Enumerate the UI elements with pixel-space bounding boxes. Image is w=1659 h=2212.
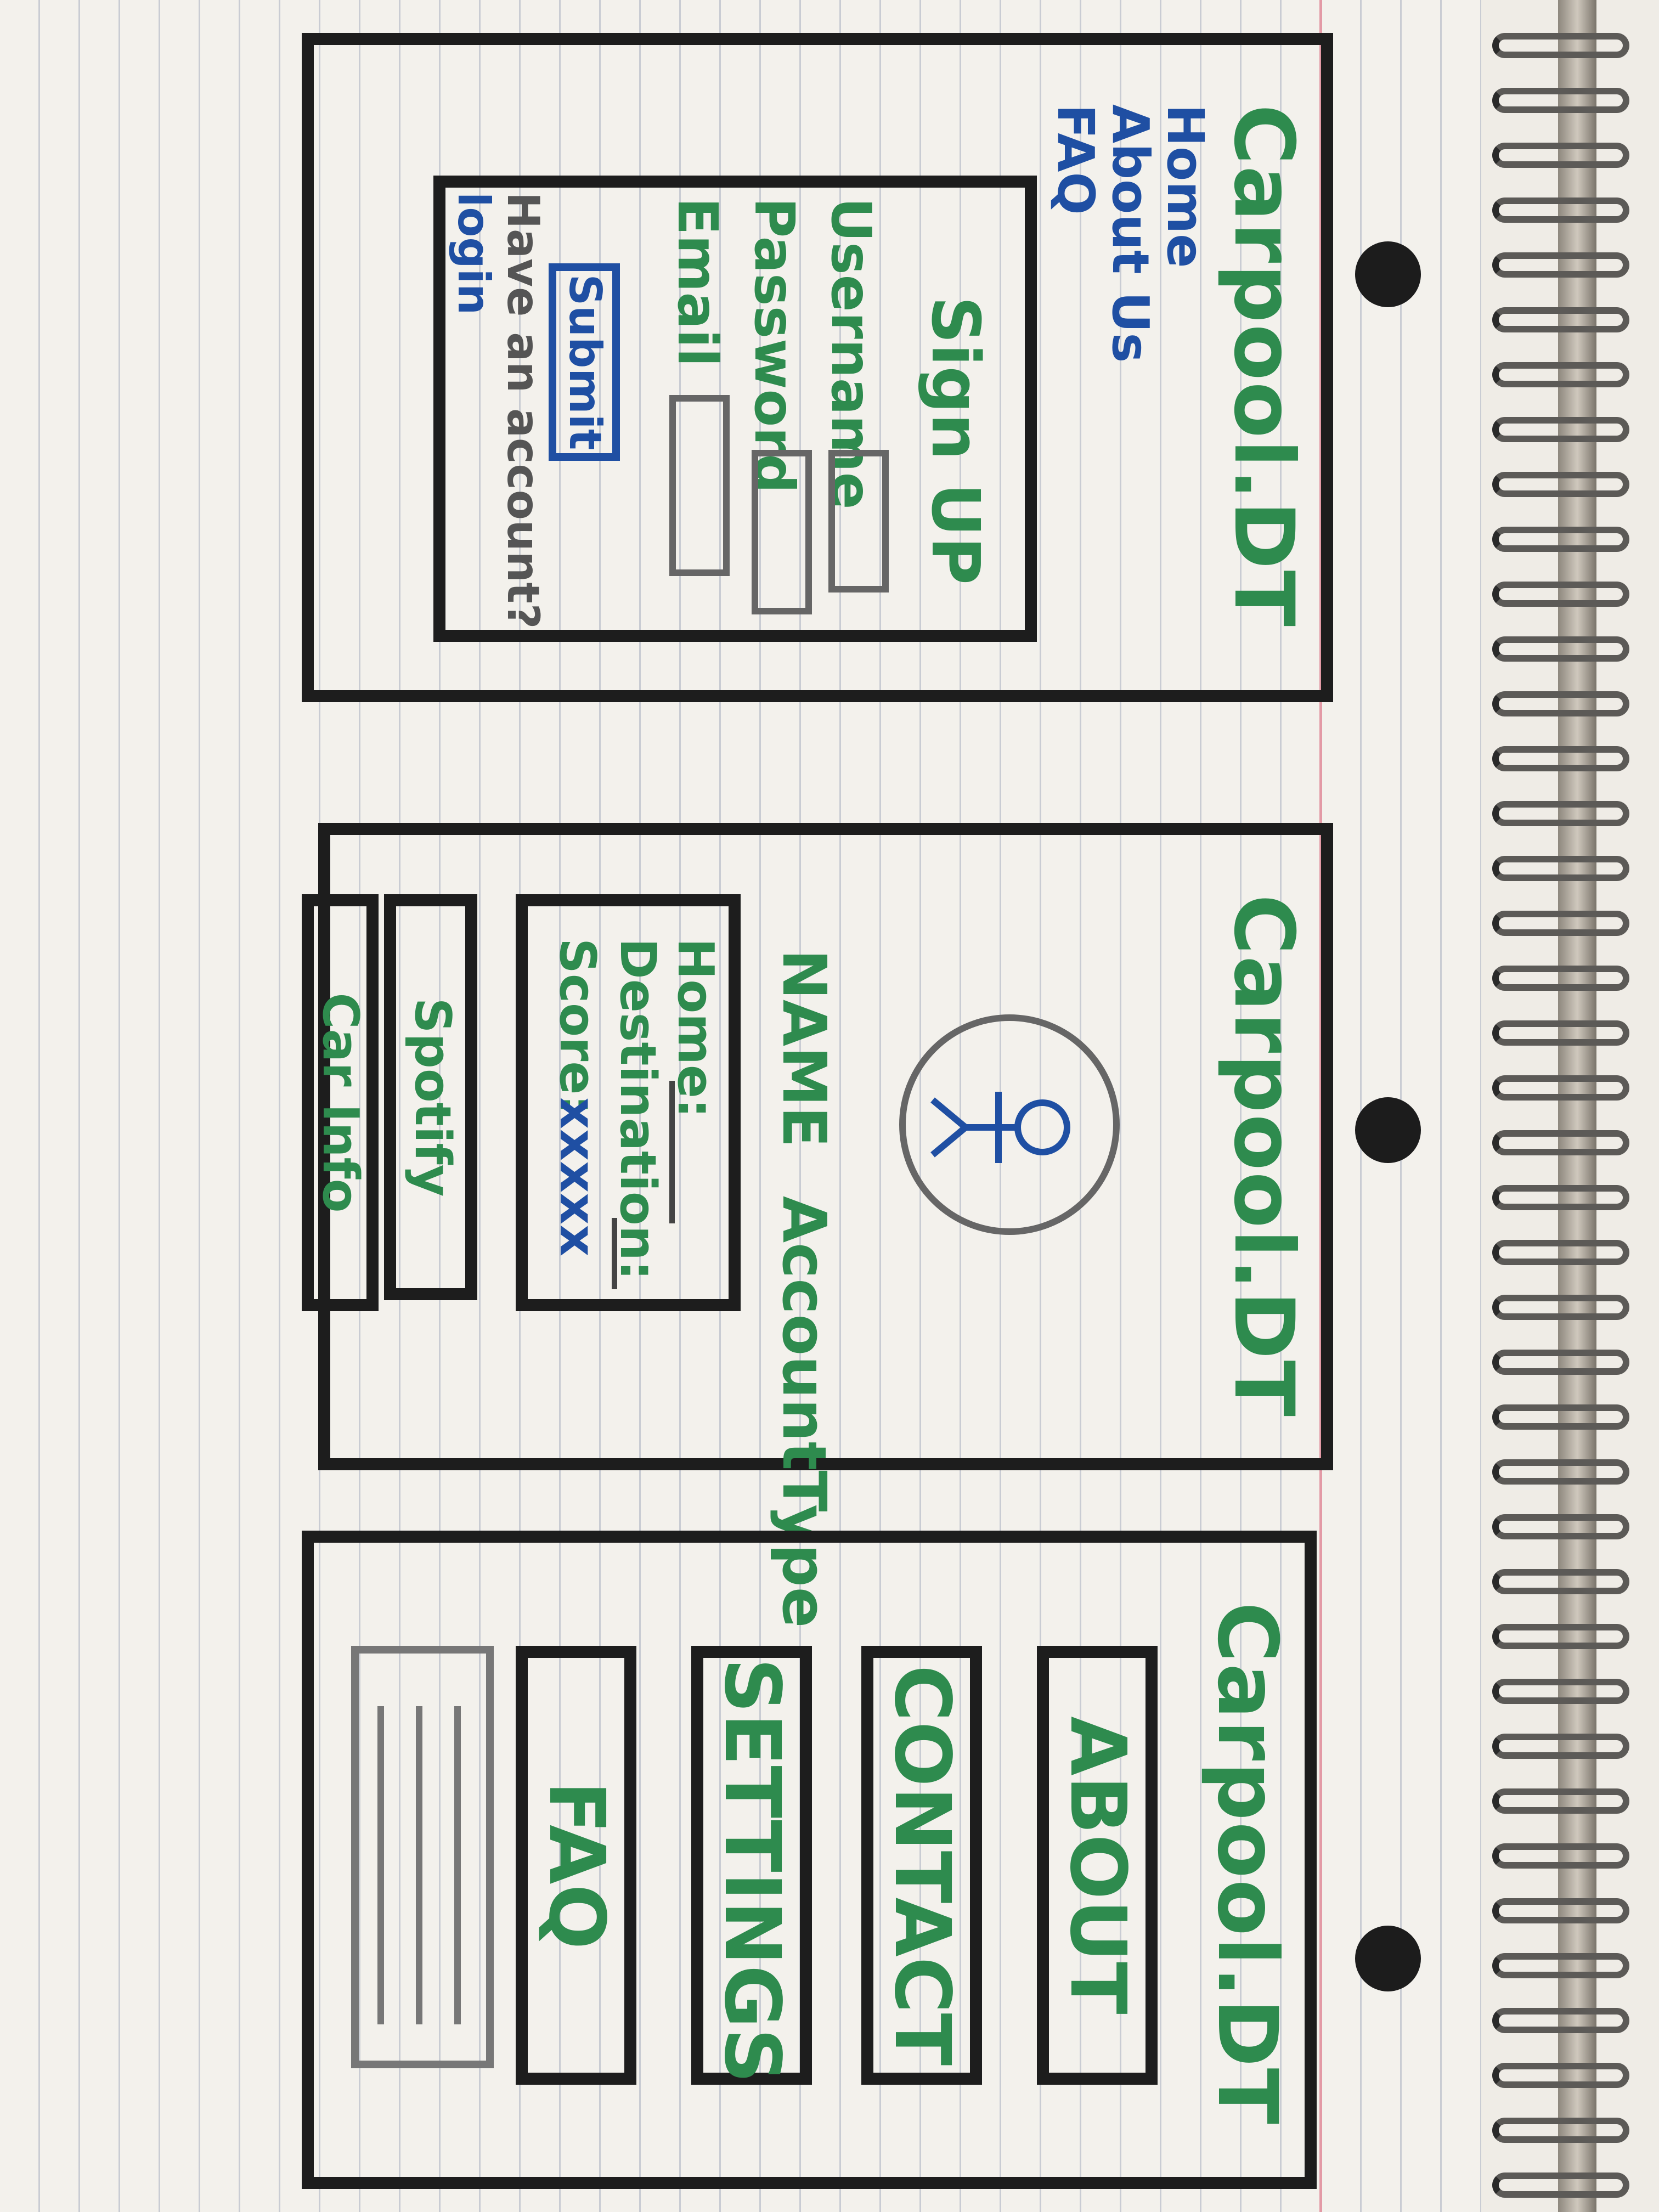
placeholder-text-line xyxy=(416,1706,422,2024)
placeholder-text-panel xyxy=(351,1646,494,2068)
spiral-coil xyxy=(1492,1514,1629,1539)
spiral-coil xyxy=(1492,1734,1629,1759)
spiral-coil xyxy=(1492,746,1629,771)
spiral-coil xyxy=(1492,1075,1629,1101)
spiral-coil xyxy=(1492,1295,1629,1320)
email-input[interactable] xyxy=(669,395,730,576)
spiral-coil xyxy=(1492,417,1629,442)
spiral-coil xyxy=(1492,691,1629,716)
spiral-coil xyxy=(1492,143,1629,168)
contact-button[interactable]: CONTACT xyxy=(861,1646,982,2085)
spiral-coil xyxy=(1492,362,1629,387)
profile-wireframe: Carpool.DT NAME AccountType Home: Destin… xyxy=(302,823,1333,1628)
spiral-coil xyxy=(1492,252,1629,278)
menu-wireframe: Carpool.DT ABOUT CONTACT SETTINGS FAQ xyxy=(302,1531,1317,2189)
password-input[interactable] xyxy=(752,450,812,614)
spiral-coil xyxy=(1492,1843,1629,1869)
spiral-coil xyxy=(1492,966,1629,991)
avatar-icon xyxy=(899,1014,1120,1235)
username-input[interactable] xyxy=(828,450,889,592)
binder-hole xyxy=(1355,1926,1421,1991)
destination-value-line xyxy=(612,1218,617,1289)
login-link[interactable]: login xyxy=(448,192,499,315)
spiral-coil xyxy=(1492,2172,1629,2198)
spiral-coil xyxy=(1492,1404,1629,1430)
brand-logo: Carpool.DT xyxy=(1216,104,1311,628)
placeholder-text-line xyxy=(454,1706,461,2024)
score-value: xxxxx xyxy=(549,1097,606,1257)
detail-score-label: Score: xyxy=(549,938,606,1115)
spiral-coil xyxy=(1492,636,1629,662)
brand-logo: Carpool.DT xyxy=(1199,1602,1295,2125)
placeholder-text-line xyxy=(377,1706,384,2024)
detail-destination-label: Destination: xyxy=(609,938,667,1280)
paper-margin-line xyxy=(1319,0,1322,2212)
spiral-coil xyxy=(1492,1788,1629,1814)
spiral-coil xyxy=(1492,2063,1629,2088)
spiral-coil xyxy=(1492,88,1629,113)
faq-button[interactable]: FAQ xyxy=(516,1646,636,2085)
about-button[interactable]: ABOUT xyxy=(1037,1646,1158,2085)
spiral-coil xyxy=(1492,1459,1629,1485)
spiral-coil xyxy=(1492,856,1629,881)
spiral-coil xyxy=(1492,527,1629,552)
spiral-coil xyxy=(1492,911,1629,936)
spiral-coil xyxy=(1492,2008,1629,2033)
spiral-coil xyxy=(1492,582,1629,607)
spiral-coil xyxy=(1492,472,1629,497)
spiral-coil xyxy=(1492,1624,1629,1649)
binder-hole xyxy=(1355,1097,1421,1163)
spiral-coil xyxy=(1492,1569,1629,1594)
detail-home-label: Home: xyxy=(667,938,724,1118)
settings-button[interactable]: SETTINGS xyxy=(691,1646,812,2085)
spiral-coil xyxy=(1492,1350,1629,1375)
spiral-coil xyxy=(1492,1130,1629,1155)
car-info-button[interactable]: Car Info xyxy=(302,894,379,1311)
submit-button[interactable]: Submit xyxy=(549,263,620,461)
spiral-coil xyxy=(1492,1185,1629,1210)
password-label: Password xyxy=(742,198,806,494)
spiral-coil xyxy=(1492,2118,1629,2143)
login-prompt: Have an account? xyxy=(498,192,549,629)
spotify-button[interactable]: Spotify xyxy=(384,894,477,1300)
name-label: NAME xyxy=(769,949,839,1148)
spiral-coil xyxy=(1492,1679,1629,1704)
spiral-coil xyxy=(1492,307,1629,332)
spiral-coil xyxy=(1492,1953,1629,1978)
nav-faq-link[interactable]: FAQ xyxy=(1046,104,1105,215)
email-label: Email xyxy=(665,198,730,367)
signup-title: Sign UP xyxy=(917,296,993,585)
spiral-coil xyxy=(1492,1240,1629,1265)
binder-hole xyxy=(1355,241,1421,307)
spiral-coil xyxy=(1492,1898,1629,1923)
nav-home-link[interactable]: Home xyxy=(1156,104,1215,268)
spiral-coil xyxy=(1492,1020,1629,1046)
notebook-paper xyxy=(0,0,1481,2212)
spiral-coil xyxy=(1492,33,1629,58)
nav-about-link[interactable]: About Us xyxy=(1101,104,1160,363)
spiral-coil xyxy=(1492,801,1629,826)
spiral-coil xyxy=(1492,198,1629,223)
brand-logo: Carpool.DT xyxy=(1216,894,1311,1418)
home-value-line xyxy=(669,1081,675,1223)
signup-wireframe: Carpool.DT Home About Us FAQ Sign UP Use… xyxy=(302,33,1333,702)
